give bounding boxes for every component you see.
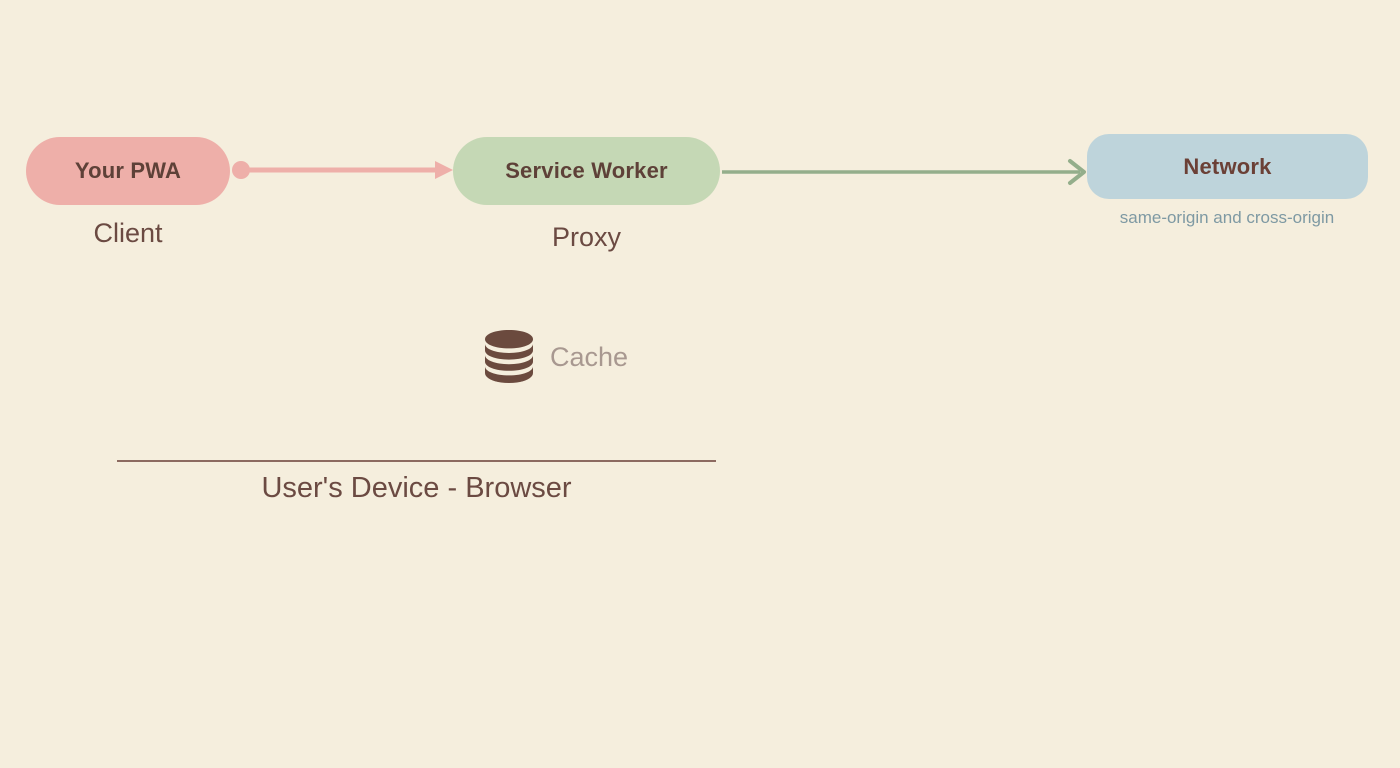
device-boundary-line — [117, 460, 716, 462]
cache-group[interactable]: Cache — [484, 330, 628, 384]
node-network[interactable]: Network — [1087, 134, 1368, 199]
node-service-worker[interactable]: Service Worker — [453, 137, 720, 205]
database-icon — [485, 330, 533, 383]
node-network-caption: same-origin and cross-origin — [1119, 208, 1335, 227]
connector-start-dot — [232, 161, 250, 179]
connector-pwa-to-service-worker — [232, 161, 453, 179]
node-service-worker-caption: Proxy — [551, 222, 622, 252]
device-boundary-label: User's Device - Browser — [261, 472, 572, 504]
node-your-pwa-caption: Client — [93, 218, 163, 248]
cache-label: Cache — [550, 341, 629, 372]
connector-arrowhead — [435, 161, 453, 179]
node-your-pwa[interactable]: Your PWA — [26, 137, 230, 205]
connector-arrowhead — [1068, 159, 1086, 185]
connector-service-worker-to-network — [722, 159, 1086, 185]
